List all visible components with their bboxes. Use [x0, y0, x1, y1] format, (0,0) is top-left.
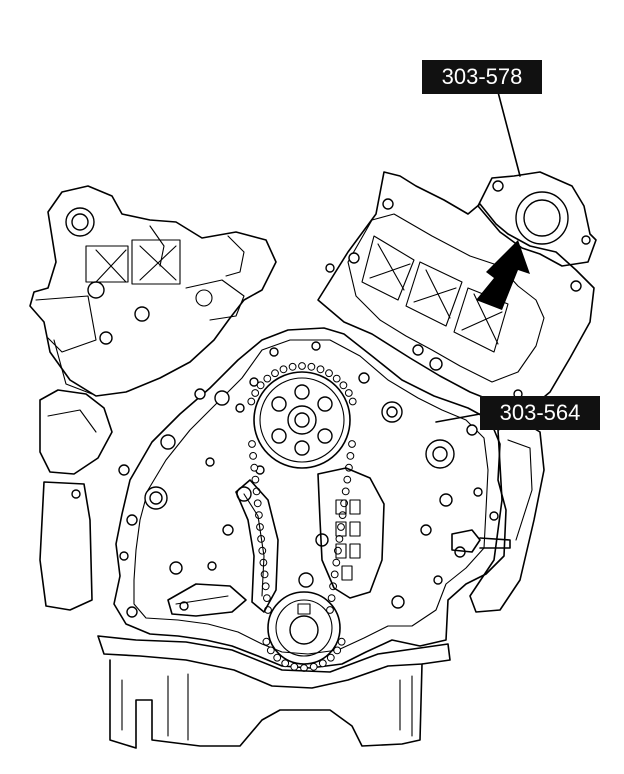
chain-link — [330, 570, 339, 579]
engine-block — [113, 327, 507, 669]
chain-link — [332, 374, 341, 383]
chain-link — [316, 365, 325, 374]
chain-link — [348, 397, 357, 406]
lower-tensioner-assembly — [167, 529, 511, 617]
chain-link — [262, 637, 271, 646]
chain-link — [266, 646, 275, 655]
chain-link — [344, 389, 353, 397]
chain-link — [263, 594, 271, 602]
chain-link — [248, 440, 256, 448]
chain-link — [325, 369, 333, 378]
chain-link — [318, 659, 327, 668]
chain-link — [281, 659, 290, 668]
right-side-accessories — [469, 419, 545, 613]
chain-link — [338, 511, 347, 519]
chain-link — [298, 362, 306, 370]
chain-link — [279, 365, 288, 374]
chain-link — [271, 369, 279, 378]
chain-link — [250, 463, 259, 472]
chain-link — [348, 440, 356, 448]
callout-label-303-578: 303-578 — [442, 64, 523, 89]
chain-link — [327, 594, 336, 602]
callout-leaders — [435, 91, 521, 423]
chain-link — [337, 637, 346, 646]
chain-link — [346, 452, 355, 460]
left-cylinder-head — [29, 185, 277, 397]
callout-303-564: 303-564 — [480, 396, 600, 430]
chain-link — [332, 558, 341, 567]
camshaft-sprocket — [253, 371, 351, 469]
chain-link — [341, 487, 350, 496]
chain-link — [251, 389, 260, 397]
chain-link — [253, 499, 262, 508]
oil-pan — [97, 635, 451, 749]
cam-holding-tool — [477, 171, 597, 267]
chain-link — [247, 397, 256, 406]
callout-303-578: 303-578 — [422, 60, 542, 94]
callout-label-303-564: 303-564 — [500, 400, 581, 425]
chain-link — [333, 646, 342, 655]
chain-link — [261, 582, 270, 591]
chain-link — [343, 475, 352, 484]
chain-link — [326, 653, 335, 662]
chain-link — [326, 606, 334, 614]
chain-link — [339, 381, 348, 390]
arrow-icon — [476, 240, 530, 310]
chain-link — [307, 362, 316, 371]
chain-link — [263, 374, 272, 383]
chain-link — [309, 662, 318, 671]
chain-tensioner-arm — [235, 479, 279, 613]
chain-link — [256, 381, 265, 390]
chain-link — [290, 662, 299, 671]
chain-guide — [317, 467, 385, 599]
chain-link — [251, 475, 260, 484]
chain-link — [249, 452, 258, 460]
crankshaft-sprocket — [267, 591, 341, 665]
left-side-accessories — [39, 389, 113, 611]
chain-link — [273, 653, 282, 662]
chain-link — [337, 523, 345, 531]
chain-link — [260, 570, 269, 579]
chain-link — [288, 362, 297, 371]
